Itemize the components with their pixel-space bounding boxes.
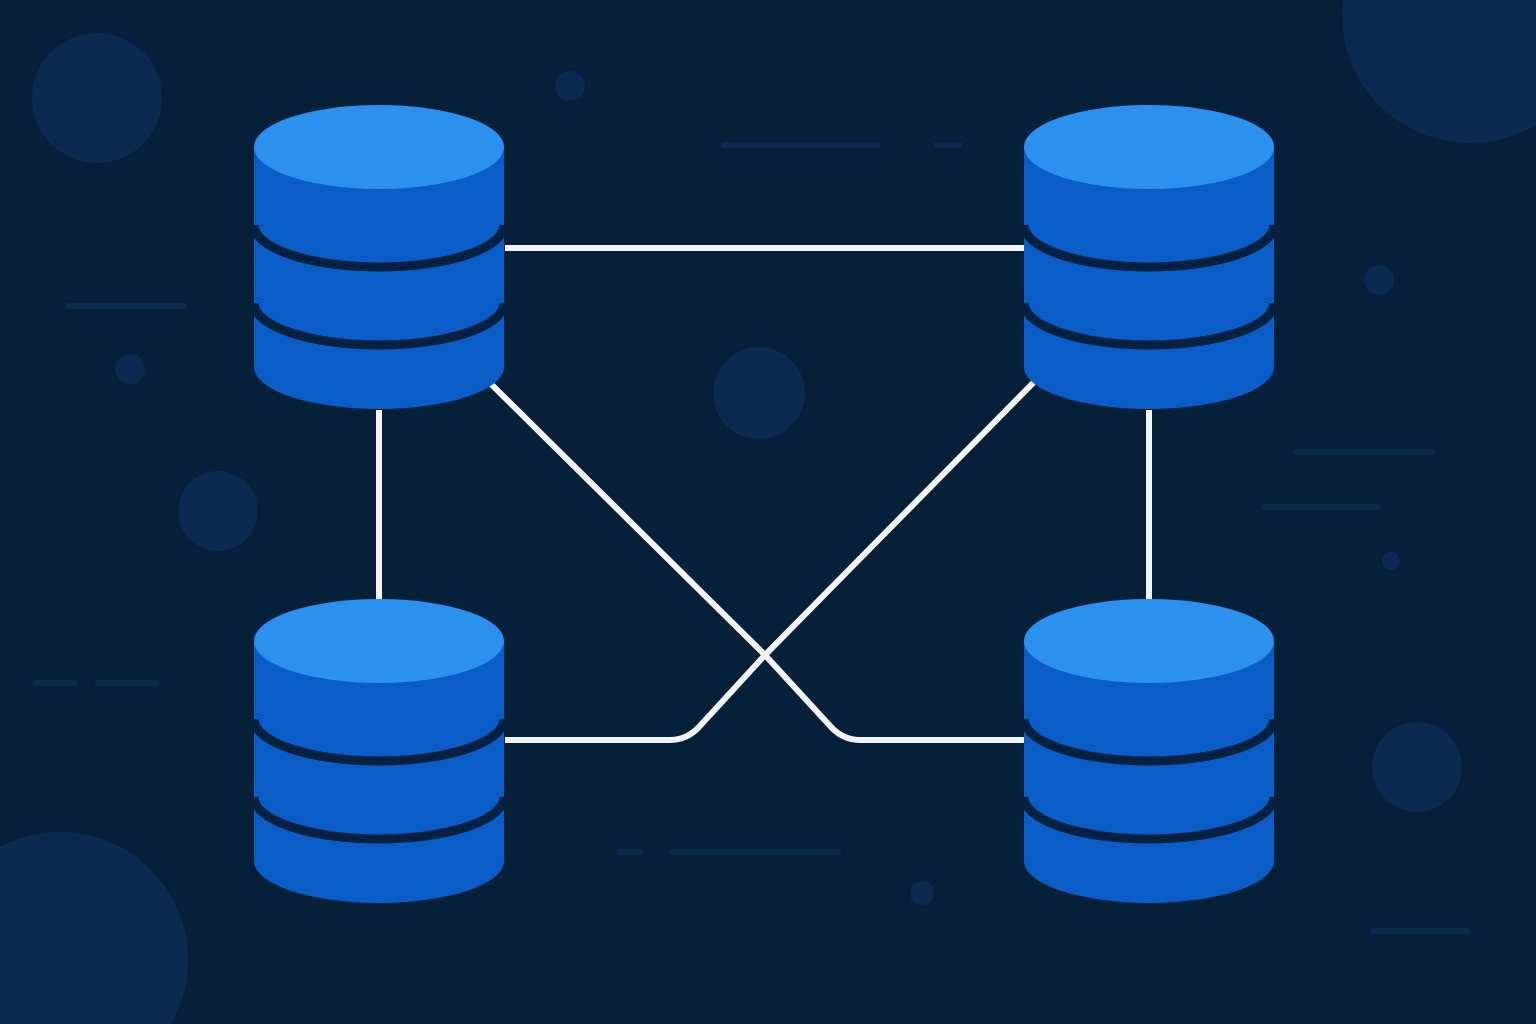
cylinder-separator: [249, 718, 509, 766]
decorative-dot: [1382, 552, 1400, 570]
db-bottom-right[interactable]: [1019, 599, 1279, 903]
database-icon: [1019, 599, 1279, 903]
cylinder-separator: [1019, 796, 1279, 844]
cylinder-top: [1024, 599, 1274, 683]
decorative-dot: [713, 347, 805, 439]
database-icon: [249, 105, 509, 409]
database-icon: [1019, 105, 1279, 409]
cylinder-top: [254, 599, 504, 683]
db-top-right[interactable]: [1019, 105, 1279, 409]
connections: [376, 245, 1152, 743]
database-icon: [249, 599, 509, 903]
decorative-dot: [555, 71, 585, 101]
cylinder-separator: [1019, 224, 1279, 272]
database-nodes: [249, 105, 1279, 903]
decorative-dot: [115, 354, 145, 384]
cylinder-separator: [249, 796, 509, 844]
decorative-dot: [1341, 0, 1536, 143]
decorative-dot: [32, 33, 162, 163]
db-bottom-left[interactable]: [249, 599, 509, 903]
cylinder-separator: [249, 224, 509, 272]
cylinder-top: [254, 105, 504, 189]
db-top-left[interactable]: [249, 105, 509, 409]
decorative-dot: [910, 881, 934, 905]
decorative-dot: [1372, 722, 1462, 812]
cylinder-top: [1024, 105, 1274, 189]
decorative-dot: [178, 471, 258, 551]
cylinder-separator: [1019, 302, 1279, 350]
connection-db-top-right-to-db-bottom-left: [505, 377, 1039, 743]
cylinder-separator: [249, 302, 509, 350]
decorative-dot: [0, 831, 189, 1024]
connection-db-top-left-to-db-bottom-right: [487, 380, 1024, 743]
decorative-dot: [1364, 265, 1394, 295]
cylinder-separator: [1019, 718, 1279, 766]
